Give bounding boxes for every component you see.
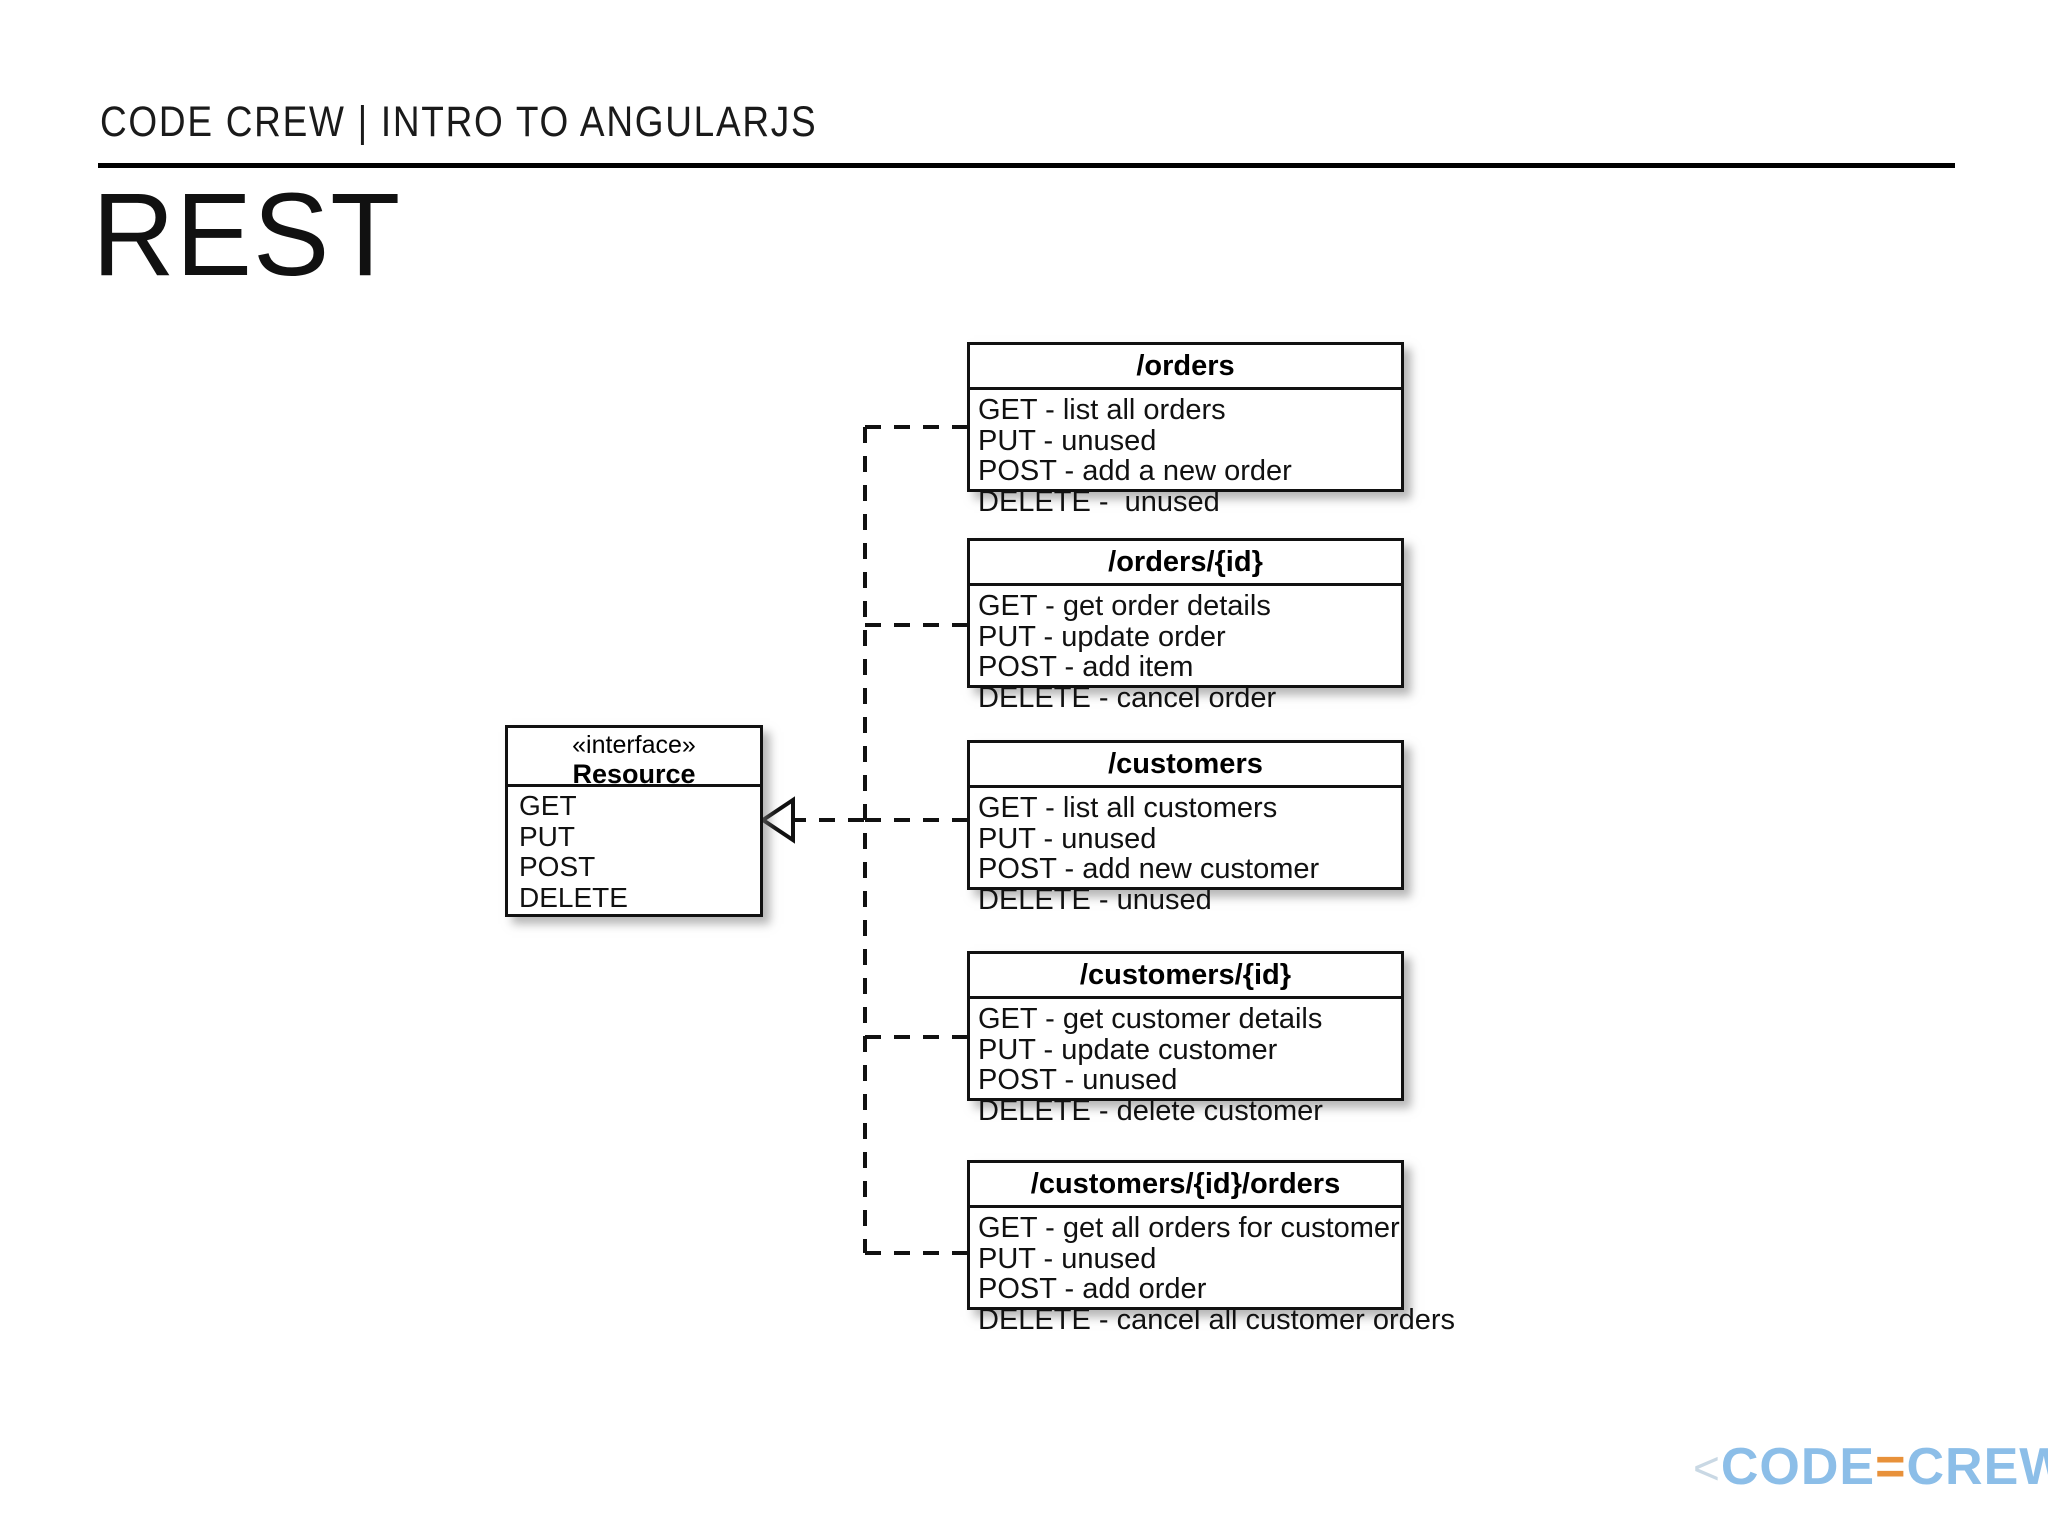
interface-method: PUT	[519, 820, 575, 852]
resource-operation: PUT - update customer	[978, 1033, 1278, 1066]
resource-operation: PUT - unused	[978, 1242, 1157, 1275]
interface-name: Resource	[572, 759, 696, 789]
resource-operation: POST - add a new order	[978, 455, 1292, 487]
resource-operation: DELETE - cancel order	[978, 681, 1277, 714]
resource-path: /customers/{id}/orders	[970, 1163, 1401, 1208]
resource-operation: PUT - unused	[978, 424, 1157, 457]
resource-operation: POST - add item	[978, 651, 1194, 683]
resource-operation: DELETE - delete customer	[978, 1094, 1323, 1127]
code-crew-logo: <CODE=CREW>	[1693, 1437, 2048, 1497]
logo-word-crew: CREW	[1906, 1438, 2048, 1496]
resource-operation: GET - list all customers	[978, 792, 1278, 824]
resource-operation: GET - get customer details	[978, 1003, 1323, 1035]
header-divider-rule	[98, 163, 1955, 168]
resource-operation-list: GET - get customer details PUT - update …	[970, 999, 1401, 1132]
logo-equals-icon: =	[1875, 1438, 1907, 1496]
resource-box-orders-id: /orders/{id} GET - get order details PUT…	[967, 538, 1404, 713]
interface-resource-box: «interface» Resource GET PUT POST DELETE	[505, 725, 763, 917]
resource-operation: POST - add new customer	[978, 853, 1320, 885]
resource-operation-list: GET - list all customers PUT - unused PO…	[970, 788, 1401, 921]
resource-path: /orders/{id}	[970, 541, 1401, 586]
resource-operation: PUT - unused	[978, 822, 1157, 855]
resource-operation: POST - unused	[978, 1064, 1178, 1096]
resource-box-customers: /customers GET - list all customers PUT …	[967, 740, 1404, 915]
realization-arrowhead-icon	[759, 796, 795, 844]
resource-operation: PUT - update order	[978, 620, 1226, 653]
interface-method: DELETE	[519, 881, 628, 913]
logo-word-code: CODE	[1720, 1438, 1876, 1496]
resource-box-orders: /orders GET - list all orders PUT - unus…	[967, 342, 1404, 517]
interface-method-list: GET PUT POST DELETE	[508, 787, 760, 919]
resource-operation: DELETE - cancel all customer orders	[978, 1303, 1456, 1336]
resource-operation: DELETE - unused	[978, 485, 1220, 518]
logo-open-bracket-icon: <	[1693, 1442, 1721, 1494]
resource-operation: GET - get all orders for customer	[978, 1212, 1400, 1244]
resource-path: /customers	[970, 743, 1401, 788]
resource-operation: GET - list all orders	[978, 394, 1226, 426]
resource-operation: DELETE - unused	[978, 883, 1212, 916]
interface-method: GET	[519, 790, 577, 821]
interface-stereotype: «interface»	[572, 731, 696, 759]
resource-box-customers-id-orders: /customers/{id}/orders GET - get all ord…	[967, 1160, 1455, 1335]
resource-operation-list: GET - list all orders PUT - unused POST …	[970, 390, 1401, 523]
resource-operation: POST - add order	[978, 1273, 1207, 1305]
interface-method: POST	[519, 851, 596, 882]
resource-path: /customers/{id}	[970, 954, 1401, 999]
slide-eyebrow-title: CODE CREW | INTRO TO ANGULARJS	[100, 98, 818, 146]
page-title: REST	[92, 169, 402, 301]
interface-header: «interface» Resource	[508, 728, 760, 789]
resource-operation-list: GET - get order details PUT - update ord…	[970, 586, 1401, 719]
resource-path: /orders	[970, 345, 1401, 390]
resource-box-customers-id: /customers/{id} GET - get customer detai…	[967, 951, 1404, 1126]
resource-operation: GET - get order details	[978, 590, 1271, 622]
resource-operation-list: GET - get all orders for customer PUT - …	[970, 1208, 1456, 1341]
